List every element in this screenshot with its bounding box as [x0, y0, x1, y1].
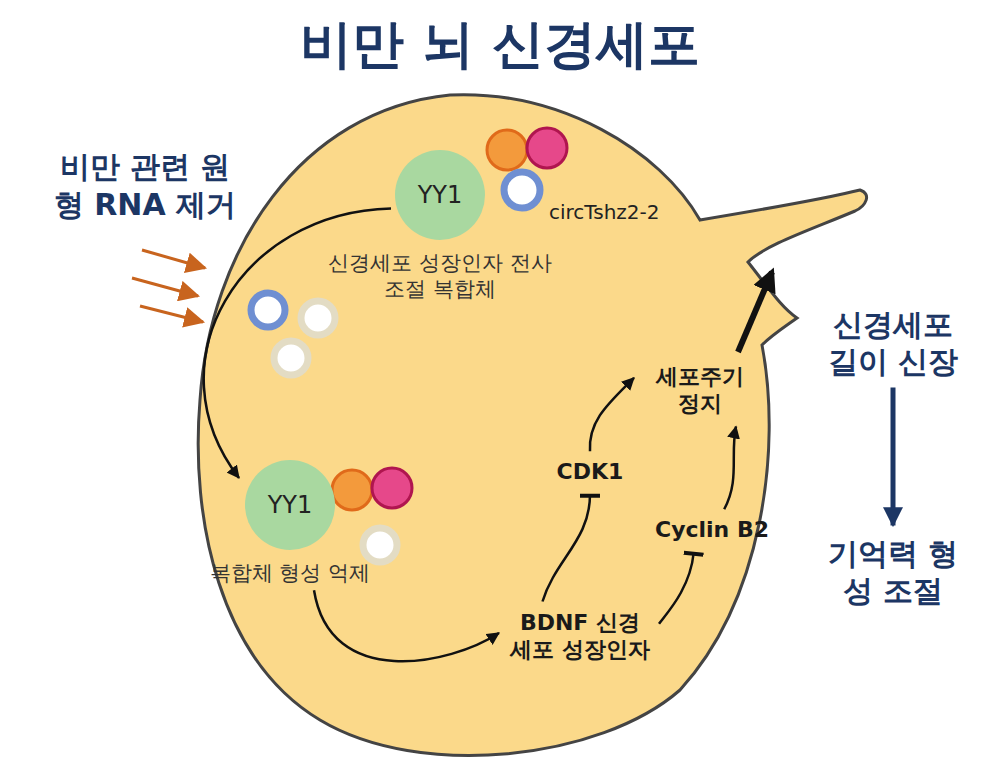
outcome-text: 기억력 형성 조절	[813, 532, 973, 613]
text-node: Cyclin B2	[651, 513, 773, 547]
yy1-circle: YY1	[395, 150, 485, 240]
yy1-circle: YY1	[245, 460, 335, 550]
circrna-ring	[504, 172, 540, 208]
removal-arrow	[140, 306, 203, 322]
complex-node: YY1 복합체 형성 억제	[190, 460, 390, 586]
text-node: CDK1	[553, 455, 628, 489]
faded-ring	[363, 528, 397, 562]
factor-text: Cyclin B2	[651, 513, 773, 547]
faded-ring	[274, 341, 308, 375]
text-node: 기억력 형성 조절	[813, 532, 973, 613]
complex-node: YY1 신경세포 성장인자 전사조절 복합체	[325, 150, 555, 303]
faded-ring	[301, 301, 335, 335]
complex-caption: 신경세포 성장인자 전사조절 복합체	[325, 250, 555, 303]
complex-caption: 복합체 형성 억제	[210, 560, 370, 586]
arrow-connector	[724, 427, 736, 510]
pink-protein	[372, 468, 412, 508]
factor-text: CDK1	[553, 455, 628, 489]
growth-arrow	[738, 272, 772, 352]
factor-text: BDNF 신경세포 성장인자	[505, 606, 655, 667]
removal-arrow	[142, 250, 205, 268]
text-node: BDNF 신경세포 성장인자	[505, 606, 655, 667]
neuron-cell	[198, 95, 866, 756]
removal-label: 비만 관련 원형 RNA 제거	[25, 145, 265, 226]
circrna-label: circTshz2-2	[549, 200, 660, 224]
factor-text: 세포주기 정지	[640, 360, 760, 421]
pink-protein	[527, 128, 567, 168]
orange-protein	[332, 470, 372, 510]
diagram-title: 비만 뇌 신경세포	[0, 10, 1000, 80]
circrna-ring	[251, 293, 285, 327]
text-node: 신경세포 길이 신장	[813, 303, 973, 384]
arrow-connector	[590, 378, 634, 451]
removal-arrow	[132, 278, 198, 296]
arrow-connector	[314, 590, 499, 661]
inhibition-connector	[659, 553, 694, 624]
inhibition-connector	[543, 495, 590, 602]
outcome-text: 신경세포 길이 신장	[813, 303, 973, 384]
text-node: 세포주기 정지	[640, 360, 760, 421]
arrow-connector	[891, 388, 896, 526]
orange-protein	[487, 130, 527, 170]
arrow-connector	[204, 209, 391, 479]
